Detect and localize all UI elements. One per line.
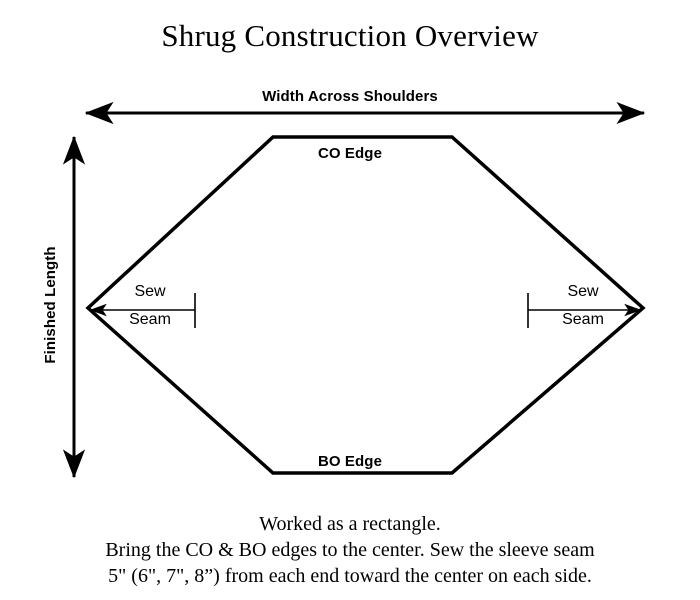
bo-edge-label: BO Edge (317, 453, 383, 470)
caption-line-2: Bring the CO & BO edges to the center. S… (105, 539, 595, 561)
caption-line-1: Worked as a rectangle. (259, 513, 441, 535)
sew-seam-right-label-top: Sew (567, 283, 599, 300)
sew-seam-right-label-bottom: Seam (562, 311, 604, 328)
length-dimension-label: Finished Length (42, 246, 59, 364)
page-title: Shrug Construction Overview (161, 18, 539, 53)
sew-seam-left-label-bottom: Seam (129, 311, 171, 328)
shrug-hexagon-outline (85, 135, 646, 475)
caption: Worked as a rectangle. Bring the CO & BO… (0, 511, 700, 589)
co-edge-label: CO Edge (317, 145, 383, 162)
caption-line-3: 5" (6", 7", 8”) from each end toward the… (108, 565, 592, 587)
width-dimension-label: Width Across Shoulders (262, 88, 438, 105)
sew-seam-left-label-top: Sew (134, 283, 166, 300)
